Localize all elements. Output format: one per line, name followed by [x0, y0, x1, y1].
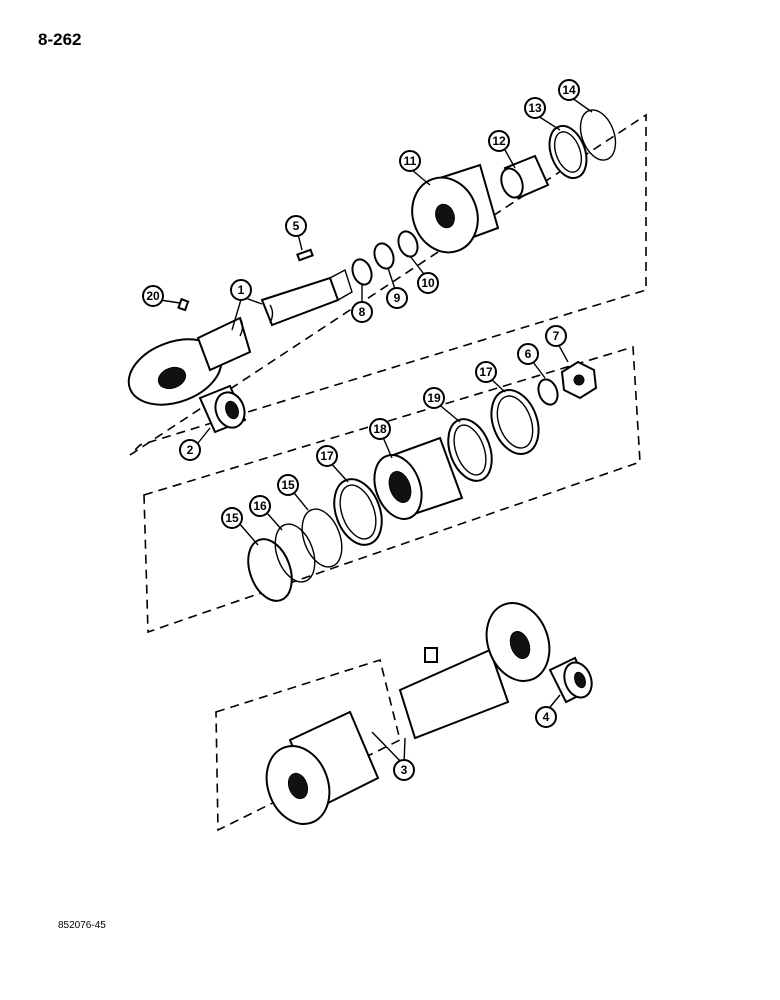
callout-15-upper: 15	[277, 474, 299, 496]
svg-text:12: 12	[492, 134, 506, 148]
callout-8: 8	[351, 301, 373, 323]
barrel-group-outline	[215, 658, 401, 832]
svg-text:18: 18	[373, 422, 387, 436]
callout-18: 18	[369, 418, 391, 440]
callout-17-lower: 17	[316, 445, 338, 467]
callout-6: 6	[517, 343, 539, 365]
callout-13: 13	[524, 97, 546, 119]
callout-12: 12	[488, 130, 510, 152]
callout-2: 2	[179, 439, 201, 461]
callout-1: 1	[230, 279, 252, 301]
part-piston	[373, 436, 464, 520]
part-barrel-bushing	[548, 656, 593, 704]
svg-text:13: 13	[528, 101, 542, 115]
callout-19: 19	[423, 387, 445, 409]
part-piston-rings	[447, 389, 540, 482]
callout-9: 9	[386, 287, 408, 309]
svg-text:14: 14	[562, 83, 576, 97]
svg-text:7: 7	[553, 329, 560, 343]
svg-text:15: 15	[281, 478, 295, 492]
callout-20: 20	[142, 285, 164, 307]
callout-5: 5	[285, 215, 307, 237]
part-rod-seals	[351, 230, 419, 286]
part-cap-screw	[296, 248, 314, 262]
part-nut	[560, 360, 598, 400]
callout-14: 14	[558, 79, 580, 101]
piston-group-outline	[143, 345, 641, 634]
callout-11: 11	[399, 150, 421, 172]
svg-text:4: 4	[543, 710, 550, 724]
svg-text:11: 11	[404, 154, 417, 168]
part-rod-bushing	[198, 384, 247, 434]
part-piston-seals	[247, 478, 383, 602]
part-gland-bushing	[500, 154, 550, 200]
svg-text:10: 10	[421, 276, 435, 290]
callout-16: 16	[249, 495, 271, 517]
svg-text:19: 19	[427, 391, 441, 405]
callout-4: 4	[535, 706, 557, 728]
callout-17-upper: 17	[475, 361, 497, 383]
callout-3: 3	[393, 759, 415, 781]
svg-text:17: 17	[479, 365, 493, 379]
part-grease-fitting	[177, 297, 190, 312]
svg-text:3: 3	[401, 763, 408, 777]
part-washer	[537, 378, 559, 406]
page-number: 8-262	[38, 30, 82, 49]
svg-text:16: 16	[253, 499, 267, 513]
svg-text:6: 6	[525, 347, 532, 361]
svg-text:5: 5	[293, 219, 300, 233]
part-gland	[411, 163, 500, 254]
svg-text:1: 1	[238, 283, 245, 297]
callout-10: 10	[417, 272, 439, 294]
svg-text:8: 8	[359, 305, 366, 319]
svg-text:20: 20	[146, 289, 160, 303]
part-piston-rod	[127, 268, 353, 406]
svg-text:15: 15	[225, 511, 239, 525]
callout-15-lower: 15	[221, 507, 243, 529]
part-cylinder-barrel	[265, 602, 551, 825]
svg-text:17: 17	[320, 449, 334, 463]
part-gland-rings	[548, 109, 617, 180]
figure-code: 852076-45	[58, 920, 106, 931]
callout-7: 7	[545, 325, 567, 347]
svg-text:2: 2	[187, 443, 194, 457]
svg-text:9: 9	[394, 291, 401, 305]
